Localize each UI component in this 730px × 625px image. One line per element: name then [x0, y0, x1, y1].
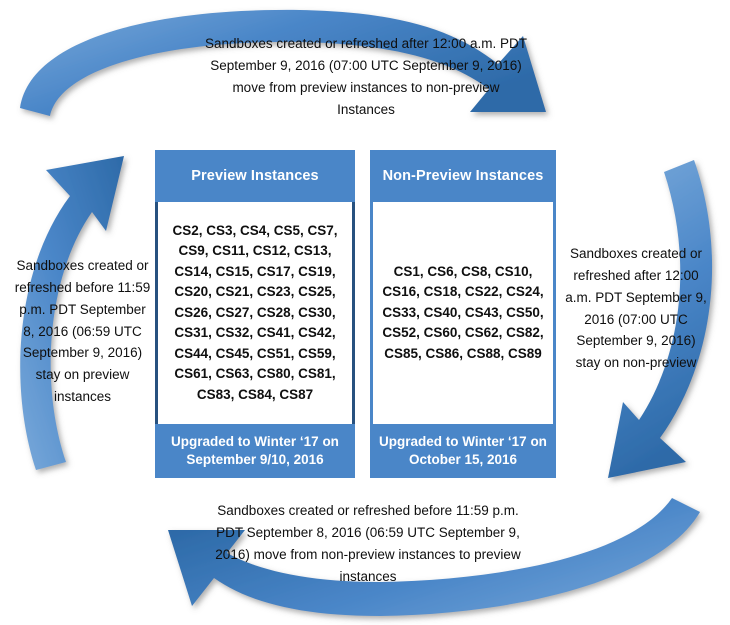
nonpreview-instances-body: CS1, CS6, CS8, CS10, CS16, CS18, CS22, C… — [370, 202, 556, 424]
nonpreview-instances-upgrade-footer: Upgraded to Winter ‘17 on October 15, 20… — [370, 424, 556, 478]
preview-instance-list: CS2, CS3, CS4, CS5, CS7, CS9, CS11, CS12… — [172, 222, 338, 402]
nonpreview-instances-panel: Non-Preview Instances CS1, CS6, CS8, CS1… — [370, 150, 556, 478]
caption-stay-on-preview: Sandboxes created or refreshed before 11… — [14, 258, 151, 405]
preview-instances-upgrade-footer: Upgraded to Winter ‘17 on September 9/10… — [155, 424, 355, 478]
preview-instances-header: Preview Instances — [155, 150, 355, 202]
nonpreview-instance-list: CS1, CS6, CS8, CS10, CS16, CS18, CS22, C… — [382, 263, 544, 361]
caption-nonpreview-to-preview: Sandboxes created or refreshed before 11… — [215, 503, 521, 584]
nonpreview-instances-header: Non-Preview Instances — [370, 150, 556, 202]
caption-stay-on-nonpreview: Sandboxes created or refreshed after 12:… — [565, 246, 707, 371]
preview-instances-body: CS2, CS3, CS4, CS5, CS7, CS9, CS11, CS12… — [155, 202, 355, 424]
caption-preview-to-nonpreview: Sandboxes created or refreshed after 12:… — [205, 36, 527, 117]
preview-instances-panel: Preview Instances CS2, CS3, CS4, CS5, CS… — [155, 150, 355, 478]
